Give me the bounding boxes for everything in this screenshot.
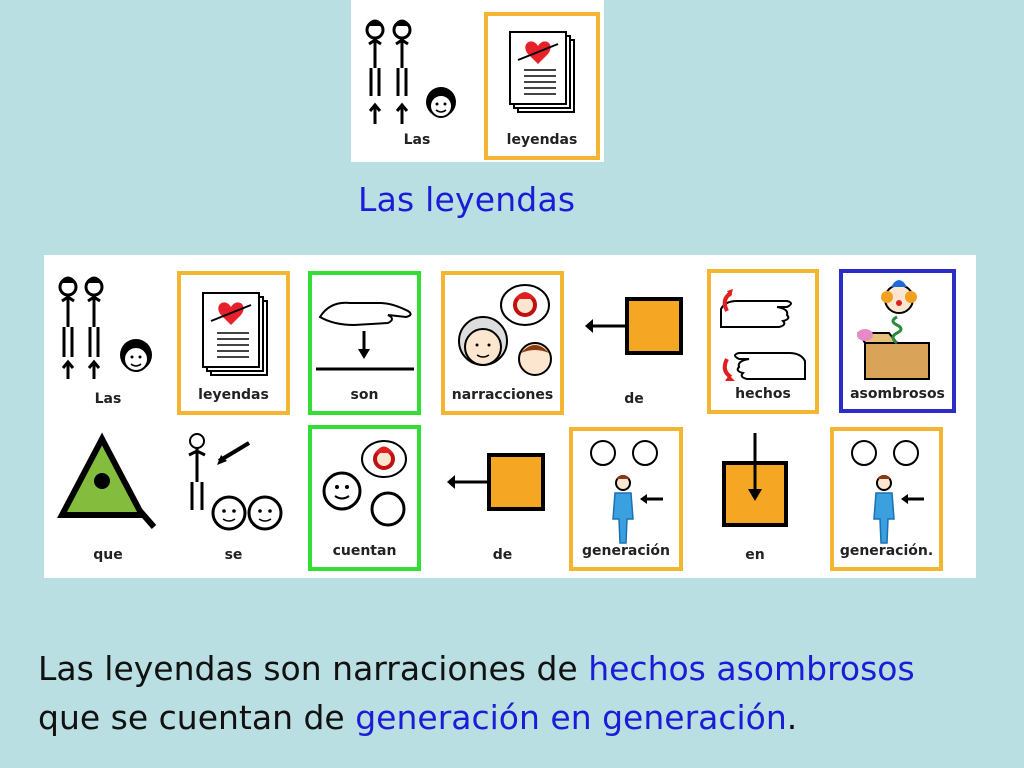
arrow-into-box-icon <box>722 433 788 527</box>
picto-de-2: de <box>441 427 564 571</box>
picto-cuentan: cuentan <box>308 425 421 571</box>
word-label: asombrosos <box>850 386 945 402</box>
word-label: Las <box>403 132 431 148</box>
picto-de: de <box>577 271 691 415</box>
page-title: Las leyendas <box>358 180 576 219</box>
picto-son: son <box>308 271 421 415</box>
header-pictogram-card: Las leyendas <box>351 0 604 162</box>
word-label: leyendas <box>506 132 578 148</box>
sentence-highlight: generación en generación <box>355 698 787 737</box>
document-heart-icon <box>202 292 268 376</box>
word-label: de <box>492 547 513 563</box>
people-icon <box>365 19 456 124</box>
picto-generacion-final: generación. <box>830 427 943 571</box>
word-label: generación. <box>839 543 934 559</box>
summary-sentence: Las leyendas son narraciones de hechos a… <box>38 644 1018 742</box>
sentence-period: . <box>786 698 798 737</box>
picto-leyendas: leyendas <box>177 271 290 415</box>
jack-in-the-box-icon <box>857 280 930 380</box>
storytelling-icon <box>458 284 552 376</box>
sentence-text: Las leyendas son narraciones de <box>38 649 589 688</box>
picto-asombrosos: asombrosos <box>839 269 956 413</box>
arrow-from-box-icon <box>585 297 683 355</box>
generation-icon <box>851 440 924 544</box>
picto-que: que <box>52 427 164 571</box>
arrow-from-box-icon <box>447 453 545 511</box>
picto-en: en <box>698 427 812 571</box>
document-heart-icon <box>509 31 575 113</box>
word-label: de <box>624 391 644 407</box>
word-label: que <box>93 547 123 563</box>
word-label: cuentan <box>332 543 397 559</box>
word-label: leyendas <box>198 387 269 403</box>
telling-story-icon <box>322 440 407 527</box>
word-label: Las <box>94 391 122 407</box>
picto-se: se <box>177 427 290 571</box>
impersonal-people-icon <box>188 433 283 531</box>
word-label: hechos <box>735 386 791 402</box>
hands-icon <box>720 289 806 381</box>
picto-leyendas-header: leyendas <box>484 12 600 160</box>
triangle-que-icon <box>57 432 157 529</box>
word-label: en <box>745 547 765 563</box>
picto-las: Las <box>52 271 164 415</box>
sentence-highlight: hechos asombrosos <box>588 649 915 688</box>
picto-generacion: generación <box>569 427 683 571</box>
word-label: generación <box>581 543 670 559</box>
word-label: se <box>224 547 243 563</box>
sentence-text: que se cuentan de <box>38 698 356 737</box>
picto-narracciones: narracciones <box>441 271 564 415</box>
picto-las-header: Las <box>365 14 469 158</box>
word-label: narracciones <box>451 387 554 403</box>
picto-hechos: hechos <box>707 269 819 414</box>
people-icon <box>58 276 152 379</box>
generation-icon <box>590 440 663 544</box>
hand-down-icon <box>316 301 414 371</box>
pictogram-sentence-strip: Las leyendas son <box>44 255 976 578</box>
word-label: son <box>350 387 379 403</box>
